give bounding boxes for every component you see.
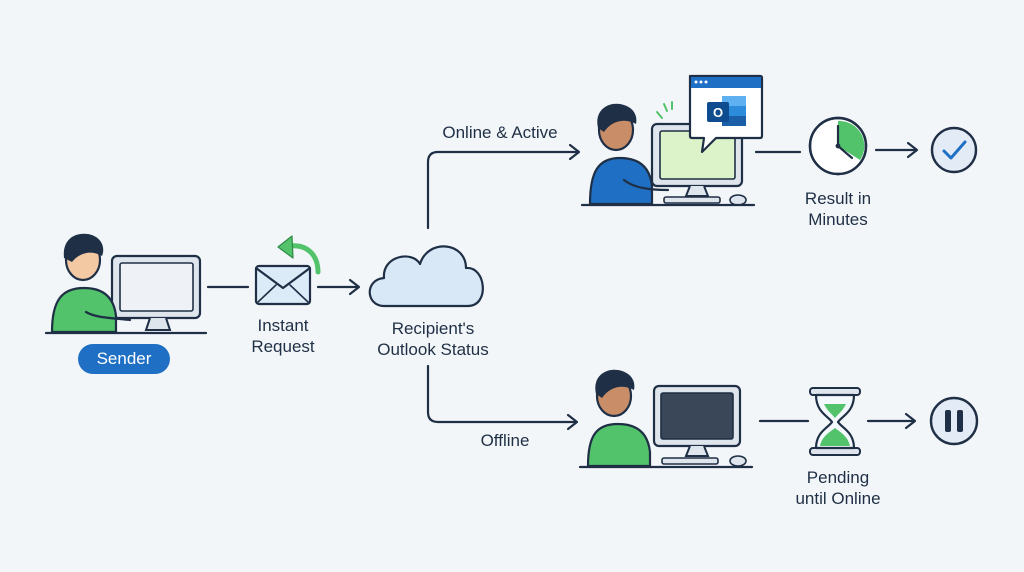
checkmark-icon [930,126,978,174]
status-label: Recipient's Outlook Status [358,318,508,360]
offline-branch-label: Offline [480,431,530,450]
online-branch-label: Online & Active [442,123,558,142]
branch-online-connector [426,143,581,230]
cloud-icon [368,245,484,308]
offline-result-label: Pending until Online [778,467,898,509]
clock-icon [808,116,868,176]
offline-result-line2: until Online [795,489,881,508]
offline-user-icon [578,369,754,469]
pause-icon [929,396,979,446]
hourglass-icon [809,387,861,456]
request-label-line2: Request [251,337,315,356]
arrow-timer-to-result-online [874,141,919,159]
online-result-label: Result in Minutes [788,188,888,230]
arrow-request-to-cloud [316,278,361,296]
outlook-app-icon [688,74,764,154]
request-label: Instant Request [238,315,328,357]
online-result-line1: Result in [804,189,872,208]
envelope-reply-icon [254,235,321,306]
status-label-line2: Outlook Status [377,340,489,359]
request-label-line1: Instant [257,316,309,335]
sender-icon [44,233,208,335]
offline-result-line1: Pending [806,468,870,487]
online-result-line2: Minutes [808,210,868,229]
branch-offline-connector [426,364,579,431]
outlook-app-letter: O [713,105,723,120]
status-label-line1: Recipient's [391,319,475,338]
arrow-timer-to-result-offline [866,412,917,430]
sender-badge: Sender [78,344,170,374]
